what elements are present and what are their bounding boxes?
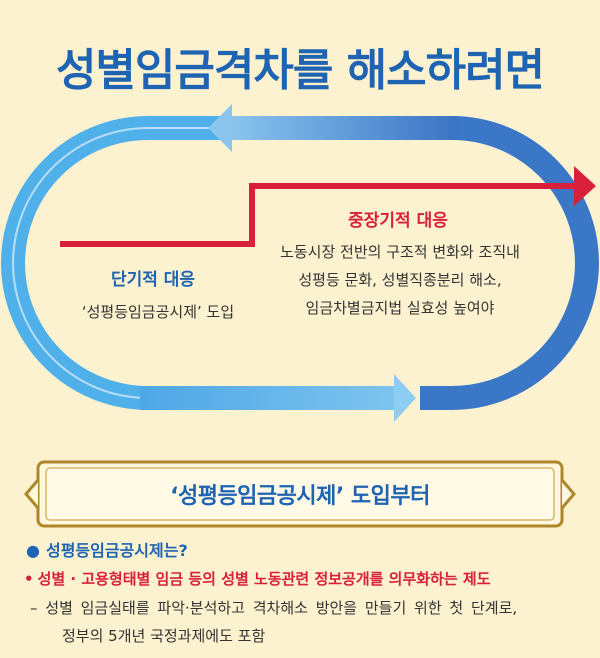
definition-answer: •성별 · 고용형태별 임금 등의 성별 노동관련 정보공개를 의무화하는 제도 [24,568,491,589]
question-text: 성평등임금공시제는? [45,541,188,560]
bottom-arrow-shaft [140,386,398,410]
definition-question: ● 성평등임금공시제는? [26,537,188,561]
short-term-desc: ‘성평등임금공시제’ 도입 [81,303,235,321]
top-arrow-head [208,104,232,152]
top-arrow-shaft [226,116,458,140]
bullet-dot-icon: • [24,570,34,588]
mid-long-term-title: 중장기적 대응 [348,211,448,231]
bullet-dot-icon: ● [26,541,40,560]
red-arrow-head [574,166,596,206]
answer-text: 성별 · 고용형태별 임금 등의 성별 노동관련 정보공개를 의무화하는 제도 [37,570,491,588]
mid-desc-line: 노동시장 전반의 구조적 변화와 조직내 [280,243,520,261]
bottom-arrow-head [394,374,416,422]
definition-detail-line1: – 성별 임금실태를 파악·분석하고 격차해소 방안을 만들기 위한 첫 단계로… [30,599,518,617]
red-step-line [60,183,580,247]
mid-desc-line: 성평등 문화, 성별직종분리 해소, [298,271,502,289]
page-title: 성별임금격차를 해소하려면 [55,45,545,96]
right-loop-arc [420,116,599,410]
mid-long-term-desc: 노동시장 전반의 구조적 변화와 조직내 성평등 문화, 성별직종분리 해소, … [270,238,530,322]
banner-frame [24,460,576,528]
banner-title: ‘성평등임금공시제’ 도입부터 [170,484,430,509]
left-loop-arc [1,116,232,410]
mid-desc-line: 임금차별금지법 실효성 높여야 [305,299,495,317]
definition-detail-line2: 정부의 5개년 국정과제에도 포함 [62,627,266,645]
short-term-title: 단기적 대응 [110,270,196,290]
